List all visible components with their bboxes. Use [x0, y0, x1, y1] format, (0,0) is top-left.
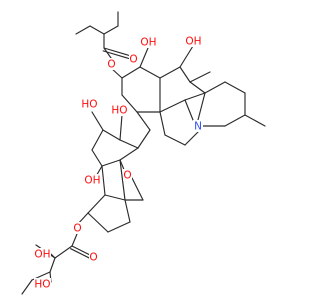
bond-single-13 — [179, 66, 191, 83]
hydroxyl-label-bottom-left-text: HO — [34, 279, 50, 291]
bond-single-27 — [159, 99, 186, 113]
hydroxyl-label-middle-text: HO — [111, 105, 127, 117]
bond-single-2 — [103, 25, 119, 35]
oxygen-label-ester-bottom-text: O — [73, 223, 81, 235]
bond-single-17 — [204, 81, 226, 94]
hydroxyl-label-middle: HO — [111, 104, 128, 117]
bond-double-second-line-56 — [70, 248, 92, 260]
bond-double-56 — [71, 245, 93, 257]
bond-single-53 — [107, 221, 131, 233]
bond-single-39 — [91, 129, 104, 151]
bond-single-29 — [184, 99, 194, 121]
bond-double-6 — [103, 47, 132, 57]
bond-single-0 — [75, 25, 91, 35]
oxygen-label-ester-bottom: O — [73, 222, 82, 235]
hydroxyl-label-top-right: OH — [185, 35, 202, 48]
bond-single-25 — [159, 111, 166, 136]
bond-single-36 — [119, 114, 123, 141]
bond-single-37 — [102, 129, 121, 141]
bond-single-28 — [184, 92, 206, 101]
bond-single-9 — [139, 47, 149, 68]
bond-single-55 — [71, 233, 78, 247]
bond-single-31 — [121, 94, 138, 113]
bond-single-21 — [224, 114, 246, 127]
oxygen-label-epoxide: O — [123, 169, 132, 182]
bond-single-52 — [124, 199, 131, 223]
bond-single-24 — [164, 134, 186, 146]
molecule-structure-canvas: O O OH OH HO HO N O — [21, 11, 266, 295]
bond-single-12 — [179, 45, 194, 68]
bond-single-63 — [21, 279, 33, 295]
bond-single-15 — [189, 81, 206, 94]
oxygen-label-carbonyl-bottom-text: O — [89, 252, 97, 264]
bond-single-35 — [119, 139, 139, 149]
oxygen-label-carbonyl-bottom: O — [89, 251, 98, 264]
atom-label-layer: O O OH OH HO HO N O — [34, 35, 203, 291]
bond-single-49 — [87, 194, 106, 214]
bond-single-16 — [197, 92, 206, 121]
oxygen-label-epoxide-text: O — [123, 170, 131, 182]
bond-single-33 — [136, 111, 151, 131]
hydroxyl-label-bottom-left: HO — [34, 278, 51, 291]
bond-single-10 — [139, 66, 161, 79]
nitrogen-label-ring: N — [193, 120, 203, 133]
bond-single-34 — [137, 129, 151, 149]
bond-single-42 — [119, 147, 139, 161]
bond-single-23 — [184, 131, 199, 146]
bond-single-20 — [244, 114, 266, 127]
oxygen-label-ester-top: O — [107, 58, 116, 71]
bond-single-59 — [49, 257, 56, 273]
bond-single-1 — [89, 25, 105, 35]
bond-single-18 — [224, 81, 246, 94]
bond-double-second-line-6 — [102, 50, 131, 60]
bond-single-54 — [87, 212, 109, 233]
hydroxyl-label-bottom-right: OH — [34, 248, 51, 261]
bond-single-44 — [119, 159, 126, 201]
hydroxyl-label-top-left: OH — [140, 36, 157, 49]
bond-single-48 — [101, 165, 106, 196]
bond-single-38 — [91, 111, 104, 131]
hydroxyl-label-top-left-text: OH — [140, 37, 156, 49]
bond-single-5 — [103, 47, 112, 59]
bond-single-45 — [131, 177, 144, 201]
oxygen-label-carbonyl-top-text: O — [129, 54, 137, 66]
bond-layer — [21, 11, 266, 295]
bond-single-51 — [104, 194, 126, 201]
bond-single-57 — [54, 245, 73, 259]
bond-single-8 — [121, 66, 141, 79]
hydroxyl-label-upper-left: HO — [81, 98, 98, 111]
nitrogen-label-ring-text: N — [194, 121, 202, 133]
oxygen-label-ester-top-text: O — [107, 59, 115, 71]
hydroxyl-label-upper-left-text: HO — [81, 99, 97, 111]
bond-single-40 — [91, 149, 103, 167]
oxygen-label-carbonyl-top: O — [129, 53, 138, 66]
bond-single-41 — [101, 159, 121, 167]
hydroxyl-label-lower-left: OH — [84, 174, 101, 187]
bond-single-14 — [189, 71, 211, 83]
bond-single-11 — [159, 66, 181, 79]
hydroxyl-label-lower-left-text: OH — [84, 175, 100, 187]
hydroxyl-label-bottom-right-text: OH — [34, 249, 50, 261]
hydroxyl-label-top-right-text: OH — [185, 36, 201, 48]
